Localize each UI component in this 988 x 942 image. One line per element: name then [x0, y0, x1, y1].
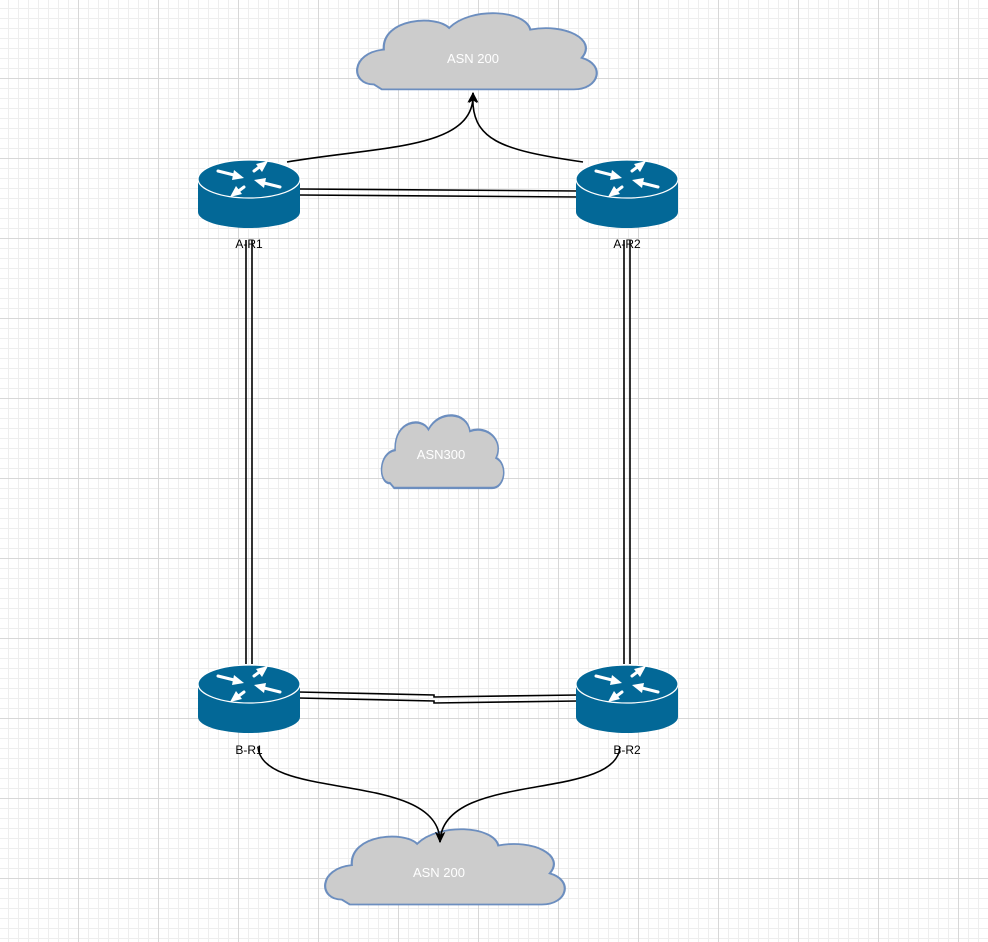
link-a-r2-b-r2[interactable]: [623, 240, 631, 664]
router-icon: [196, 663, 302, 735]
link-a-r1-b-r1[interactable]: [245, 240, 253, 664]
router-icon: [574, 158, 680, 230]
router-a-r1[interactable]: [196, 158, 302, 230]
asn300-center-label: ASN300: [417, 447, 465, 462]
router-b-r1[interactable]: [196, 663, 302, 735]
arrow-a-r1-to-asn200-top[interactable]: [286, 92, 479, 163]
router-icon: [196, 158, 302, 230]
asn200-top-label: ASN 200: [447, 51, 499, 66]
asn200-bottom-label: ASN 200: [413, 865, 465, 880]
router-b-r2[interactable]: [574, 663, 680, 735]
router-a-r1-label: A-R1: [235, 237, 263, 251]
router-a-r2-label: A-R2: [613, 237, 641, 251]
link-b-r1-b-r2[interactable]: [297, 691, 579, 704]
link-a-r1-a-r2[interactable]: [297, 188, 579, 198]
router-a-r2[interactable]: [574, 158, 680, 230]
arrow-b-r2-to-asn200-bottom[interactable]: [435, 746, 621, 843]
router-b-r2-label: B-R2: [613, 743, 641, 757]
router-icon: [574, 663, 680, 735]
arrow-a-r2-to-asn200-top[interactable]: [467, 92, 584, 163]
arrow-b-r1-to-asn200-bottom[interactable]: [257, 746, 445, 843]
router-b-r1-label: B-R1: [235, 743, 263, 757]
